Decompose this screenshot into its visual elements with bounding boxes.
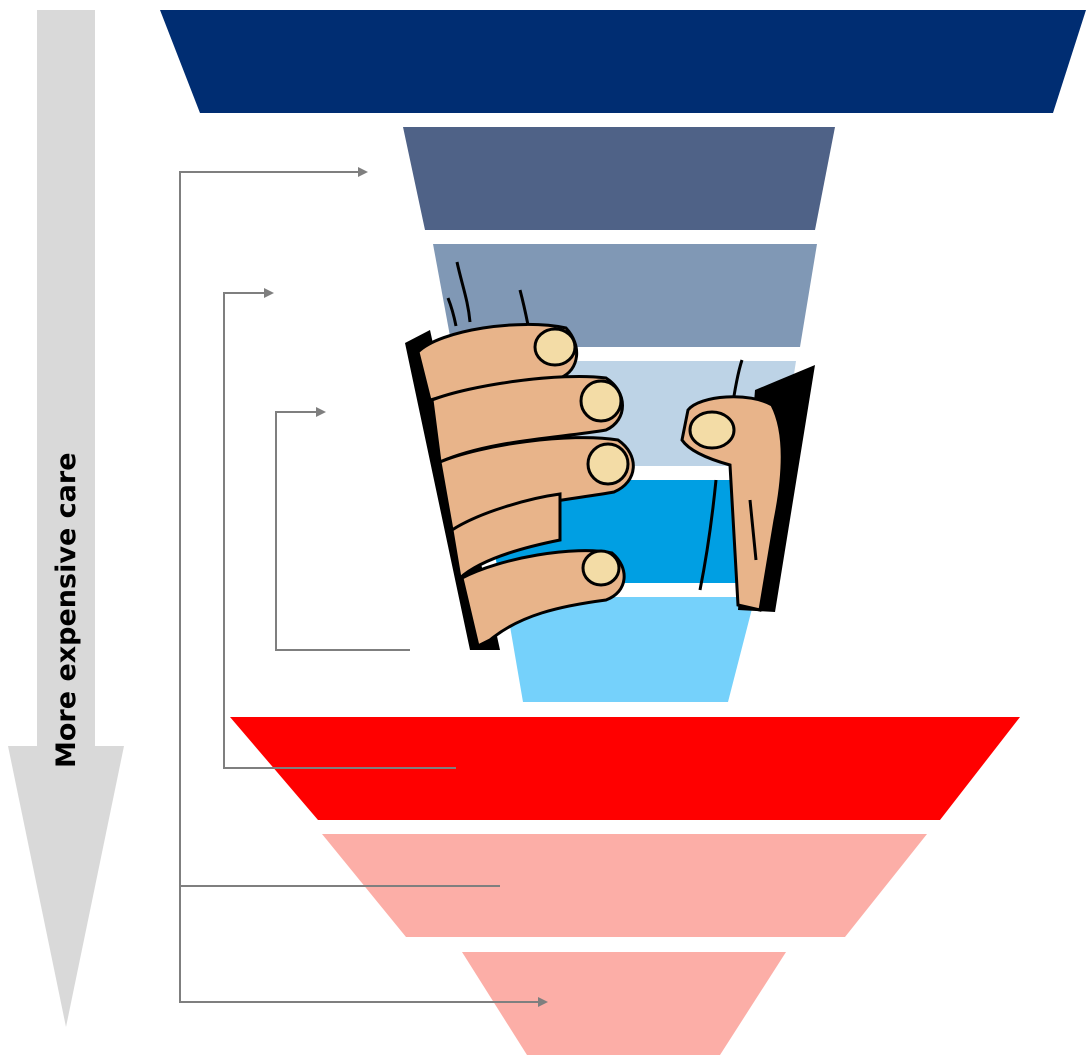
axis-arrow-head — [8, 746, 124, 1027]
connector-inner — [276, 412, 410, 650]
funnel-layer-9 — [462, 952, 786, 1055]
cost-axis: More expensive care — [8, 10, 124, 1027]
funnel-layer-2 — [403, 127, 835, 230]
funnel-layers — [160, 10, 1086, 1055]
axis-label: More expensive care — [51, 452, 82, 768]
right-hand-nails — [690, 412, 734, 448]
funnel-layer-1 — [160, 10, 1086, 113]
